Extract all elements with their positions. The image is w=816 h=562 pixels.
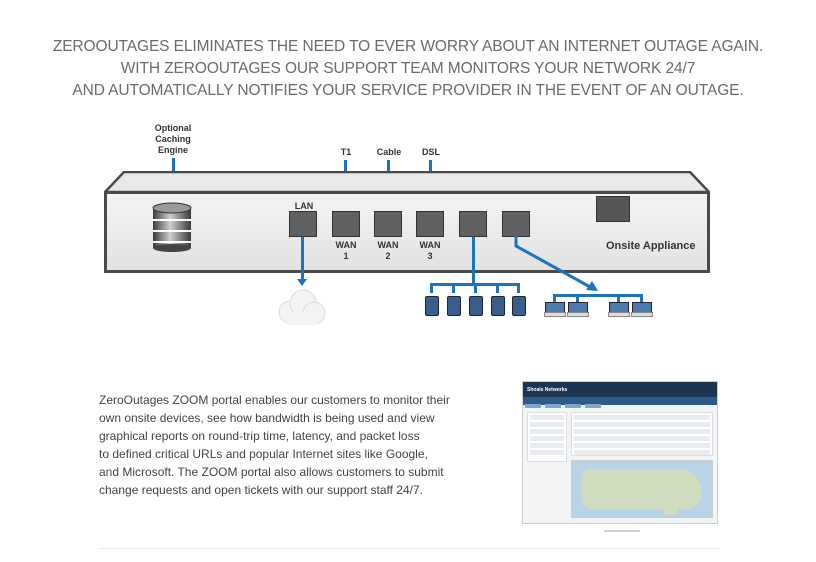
- computer-base: [608, 312, 630, 317]
- portal-description: ZeroOutages ZOOM portal enables our cust…: [99, 391, 489, 499]
- lan-wire: [301, 237, 304, 281]
- wan1-label: WAN 1: [332, 240, 360, 262]
- computer-base: [567, 312, 589, 317]
- network-port: [502, 211, 530, 237]
- wan1-label-line-1: WAN: [335, 240, 357, 250]
- headline-line-1: ZEROOUTAGES ELIMINATES THE NEED TO EVER …: [52, 38, 764, 55]
- portal-description-line-4: to defined critical URLs and popular Int…: [99, 447, 428, 461]
- portal-screenshot: Shoals Networks: [522, 381, 718, 524]
- portal-map: [571, 460, 713, 518]
- wan2-label-line-2: 2: [385, 251, 391, 261]
- cable-label: Cable: [376, 147, 402, 157]
- portal-description-line-1: ZeroOutages ZOOM portal enables our cust…: [99, 393, 450, 407]
- switch-port: [459, 211, 487, 237]
- caching-engine-label-line-1: Optional: [154, 123, 192, 133]
- caching-engine-label-line-3: Engine: [157, 145, 188, 155]
- caching-engine-label: Optional Caching Engine: [142, 123, 204, 156]
- phone-drop-5: [517, 283, 520, 293]
- portal-description-line-3: graphical reports on round-trip time, la…: [99, 429, 420, 443]
- wan2-label-line-1: WAN: [377, 240, 399, 250]
- portal-description-line-2: own onsite devices, see how bandwidth is…: [99, 411, 435, 425]
- portal-description-line-6: change requests and open tickets with ou…: [99, 483, 423, 497]
- wan3-label: WAN 3: [416, 240, 444, 262]
- phone-icon: [491, 296, 505, 316]
- wan1-label-line-2: 1: [343, 251, 349, 261]
- pc-drop-1: [553, 294, 556, 302]
- portal-table: [571, 412, 713, 456]
- phone-icon: [469, 296, 483, 316]
- caching-engine-label-line-2: Caching: [155, 134, 191, 144]
- phones-wire: [472, 237, 475, 283]
- lan-label: LAN: [294, 201, 314, 211]
- computer-base: [631, 312, 653, 317]
- headline: ZEROOUTAGES ELIMINATES THE NEED TO EVER …: [0, 36, 816, 102]
- wan2-port: [374, 211, 402, 237]
- pcs-bus: [553, 294, 643, 297]
- pcs-wire: [514, 236, 598, 291]
- phone-icon: [512, 296, 526, 316]
- lan-arrow: [297, 279, 307, 286]
- phone-drop-3: [474, 283, 477, 293]
- display-port: [596, 196, 630, 222]
- appliance-label: Onsite Appliance: [606, 240, 696, 252]
- portal-description-line-5: and Microsoft. The ZOOM portal also allo…: [99, 465, 444, 479]
- portal-sidebar: [527, 412, 567, 462]
- phone-drop-1: [430, 283, 433, 293]
- pc-drop-2: [576, 294, 579, 302]
- wan2-label: WAN 2: [374, 240, 402, 262]
- computer-base: [544, 312, 566, 317]
- portal-title: Shoals Networks: [523, 382, 717, 397]
- lan-port: [289, 211, 317, 237]
- phone-icon: [425, 296, 439, 316]
- pc-drop-4: [640, 294, 643, 302]
- divider: [99, 548, 719, 549]
- wan3-port: [416, 211, 444, 237]
- headline-line-3: AND AUTOMATICALLY NOTIFIES YOUR SERVICE …: [72, 82, 744, 99]
- portal-caption: [604, 530, 640, 532]
- portal-nav: [523, 397, 717, 408]
- appliance-top: [104, 171, 710, 193]
- wan3-label-line-2: 3: [427, 251, 433, 261]
- cloud-icon: [278, 289, 326, 325]
- wan3-label-line-1: WAN: [419, 240, 441, 250]
- wan1-port: [332, 211, 360, 237]
- phone-drop-2: [452, 283, 455, 293]
- headline-line-2: WITH ZEROOUTAGES OUR SUPPORT TEAM MONITO…: [120, 60, 696, 77]
- database-icon: [152, 202, 192, 252]
- dsl-label: DSL: [422, 147, 440, 157]
- pc-drop-3: [617, 294, 620, 302]
- phone-drop-4: [496, 283, 499, 293]
- phone-icon: [447, 296, 461, 316]
- t1-label: T1: [340, 147, 352, 157]
